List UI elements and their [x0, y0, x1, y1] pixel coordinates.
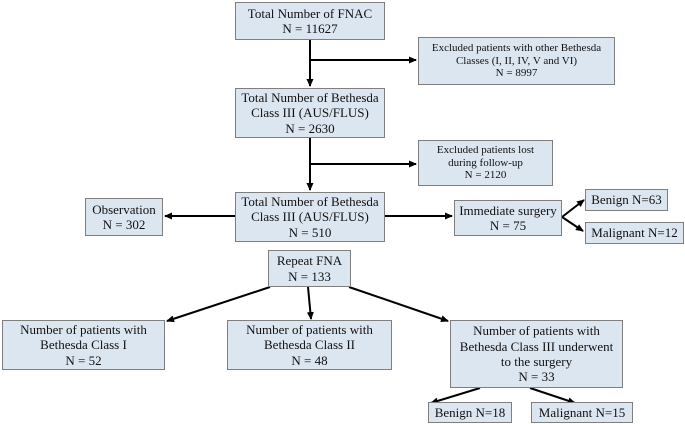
- box-total-fnac-title: Total Number of FNAC: [247, 5, 373, 21]
- box-repeat-class2-line2: Bethesda Class II: [264, 337, 355, 353]
- box-class3-total-line2: Class III (AUS/FLUS): [251, 105, 369, 121]
- box-excluded-other-count: N = 8997: [495, 67, 538, 80]
- box-surgery-benign: Benign N=63: [585, 189, 668, 211]
- box-repeat-class3-line3: to the surgery: [500, 354, 573, 369]
- box-class3-total-count: N = 2630: [285, 120, 335, 136]
- box-class3-benign: Benign N=18: [428, 402, 512, 423]
- box-class3-malignant-label: Malignant N=15: [538, 404, 626, 420]
- arrow-to-repeat-class2: [306, 286, 314, 320]
- box-repeat-class1-line1: Number of patients with: [20, 322, 147, 337]
- box-total-fnac-count: N = 11627: [282, 21, 338, 36]
- box-repeat-class1: Number of patients with Bethesda Class I…: [2, 320, 165, 370]
- box-repeat-class1-line2: Bethesda Class I: [40, 337, 127, 353]
- box-bethesda-class3-total: Total Number of Bethesda Class III (AUS/…: [235, 88, 385, 138]
- box-repeat-class3-count: N = 33: [518, 369, 555, 385]
- box-surgery-malignant-label: Malignant N=12: [591, 225, 678, 241]
- arrow-to-repeat-class3: [348, 286, 449, 323]
- box-repeat-fna-count: N = 133: [288, 268, 331, 284]
- box-observation-title: Observation: [92, 201, 156, 217]
- box-surgery-malignant: Malignant N=12: [585, 222, 684, 244]
- box-repeat-fna: Repeat FNA N = 133: [268, 250, 351, 287]
- box-surgery-benign-label: Benign N=63: [591, 192, 662, 208]
- box-excluded-other-classes: Excluded patients with other Bethesda Cl…: [418, 37, 615, 85]
- arrow-to-class3-malignant: [529, 387, 576, 405]
- box-total-fnac: Total Number of FNAC N = 11627: [235, 2, 385, 40]
- box-immediate-surgery: Immediate surgery N = 75: [454, 200, 562, 236]
- box-excluded-lost-count: N = 2120: [464, 169, 507, 182]
- box-repeat-class2-line1: Number of patients with: [246, 322, 373, 337]
- box-repeat-class2-count: N = 48: [291, 352, 328, 368]
- arrow-to-surgery-benign: [561, 199, 585, 218]
- box-repeat-class3-line1: Number of patients with: [473, 323, 600, 339]
- arrow-to-repeat-class1: [166, 286, 271, 323]
- box-excluded-lost-follow-up: Excluded patients lost during follow-up …: [418, 140, 553, 186]
- box-class3-malignant: Malignant N=15: [531, 402, 633, 423]
- box-observation-count: N = 302: [102, 217, 146, 232]
- box-class3-followed-line1: Total Number of Bethesda: [241, 194, 379, 209]
- box-class3-benign-label: Benign N=18: [434, 404, 506, 420]
- box-excluded-other-line1: Excluded patients with other Bethesda: [431, 41, 602, 54]
- box-repeat-fna-title: Repeat FNA: [276, 253, 343, 269]
- box-repeat-class2: Number of patients with Bethesda Class I…: [227, 320, 392, 370]
- box-observation: Observation N = 302: [85, 198, 163, 236]
- box-immediate-surgery-title: Immediate surgery: [459, 202, 557, 218]
- box-repeat-class3-surgery: Number of patients with Bethesda Class I…: [450, 320, 623, 388]
- box-repeat-class1-count: N = 52: [65, 352, 102, 368]
- box-repeat-class3-line2: Bethesda Class III underwent: [459, 338, 614, 354]
- arrow-to-class3-benign: [430, 387, 481, 405]
- box-class3-followed-line2: Class III (AUS/FLUS): [251, 209, 369, 225]
- box-excluded-lost-line2: during follow-up: [448, 156, 523, 169]
- box-class3-total-line1: Total Number of Bethesda: [241, 90, 379, 105]
- box-excluded-lost-line1: Excluded patients lost: [436, 143, 535, 156]
- box-excluded-other-line2: Classes (I, II, IV, V and VI): [455, 54, 578, 67]
- box-immediate-surgery-count: N = 75: [489, 218, 527, 233]
- arrow-to-surgery-malignant: [561, 216, 584, 232]
- box-bethesda-class3-followed: Total Number of Bethesda Class III (AUS/…: [235, 192, 385, 242]
- box-class3-followed-count: N = 510: [288, 224, 332, 240]
